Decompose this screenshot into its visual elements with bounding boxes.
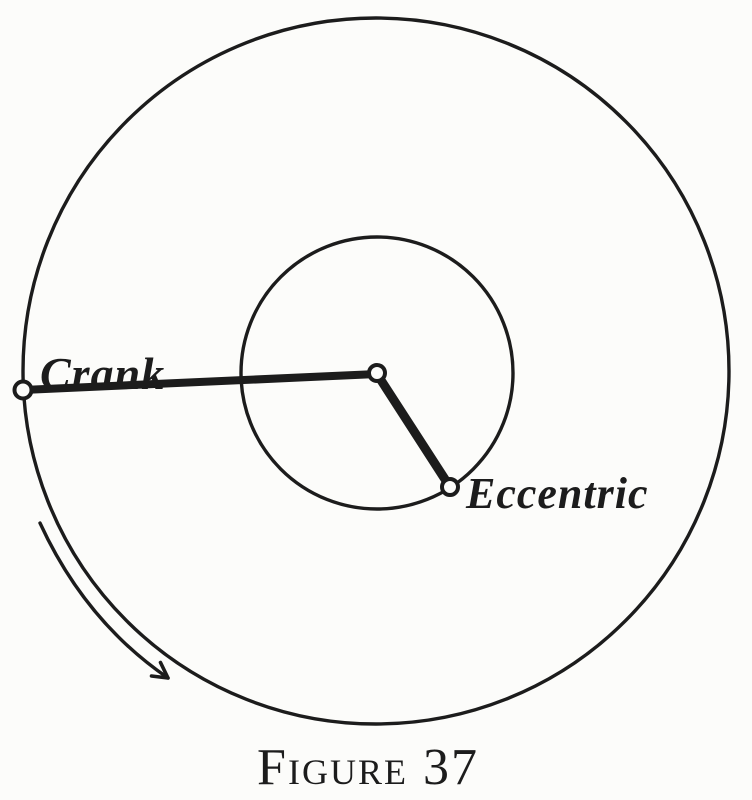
eccentric-pin bbox=[440, 477, 460, 497]
eccentric-arm bbox=[373, 371, 454, 490]
eccentric-label: Eccentric bbox=[465, 469, 649, 518]
crank-arm bbox=[22, 370, 378, 394]
figure-caption: Figure 37 bbox=[257, 739, 479, 796]
rotation-arrow-head bbox=[149, 660, 170, 680]
rotation-arrow-arc bbox=[38, 521, 170, 680]
eccentric-circle-path bbox=[239, 235, 515, 511]
shaft-center-pin bbox=[367, 363, 387, 383]
crank-pin bbox=[12, 379, 34, 401]
crank-circle-path bbox=[21, 16, 731, 726]
crank-label: Crank bbox=[40, 348, 165, 399]
